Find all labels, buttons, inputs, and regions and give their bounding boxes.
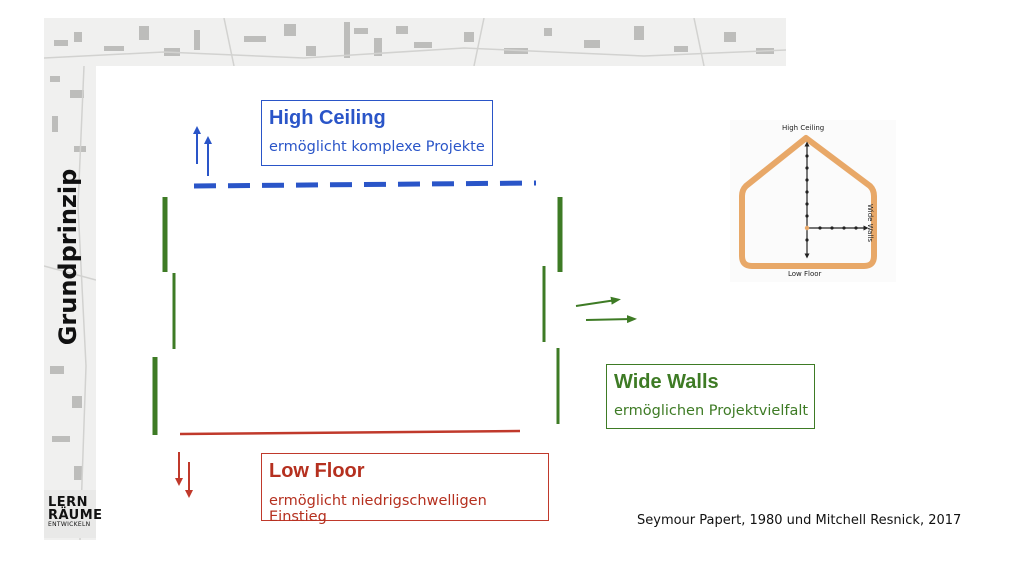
logo-line-1: LERN — [48, 495, 89, 510]
map-background-left — [44, 66, 96, 540]
logo-line-3: ENTWICKELN — [48, 521, 91, 528]
house-floor-label: Low Floor — [788, 270, 822, 278]
high-ceiling-box: High Ceiling ermöglicht komplexe Projekt… — [261, 100, 493, 166]
house-concept-diagram: High Ceiling Wide Walls Low Floor — [730, 120, 896, 282]
high-ceiling-title: High Ceiling — [269, 107, 386, 129]
high-ceiling-subtitle: ermöglicht komplexe Projekte — [269, 139, 485, 155]
low-floor-subtitle: ermöglicht niedrigschwelligen Einstieg — [269, 493, 487, 525]
walls-arrow-lower — [585, 315, 637, 324]
logo-line-2: RÄUME — [48, 508, 103, 523]
wide-walls-title: Wide Walls — [614, 371, 719, 393]
house-ceiling-label: High Ceiling — [782, 124, 825, 132]
house-axis-dots — [805, 154, 858, 242]
floor-line — [179, 429, 521, 436]
wide-walls-box: Wide Walls ermöglichen Projektvielfalt — [606, 364, 815, 429]
walls-arrow-upper — [575, 296, 621, 307]
house-origin-dot — [804, 225, 810, 231]
house-outline — [739, 135, 877, 269]
ceiling-dashed-line — [193, 180, 537, 189]
citation: Seymour Papert, 1980 und Mitchell Resnic… — [637, 513, 962, 528]
low-floor-title: Low Floor — [269, 460, 365, 482]
map-background-top — [44, 18, 786, 66]
low-floor-box: Low Floor ermöglicht niedrigschwelligen … — [261, 453, 549, 525]
wide-walls-subtitle: ermöglichen Projektvielfalt — [614, 403, 809, 419]
house-walls-label: Wide Walls — [866, 204, 874, 242]
lernraeume-logo: LERN RÄUME ENTWICKELN — [44, 490, 103, 538]
